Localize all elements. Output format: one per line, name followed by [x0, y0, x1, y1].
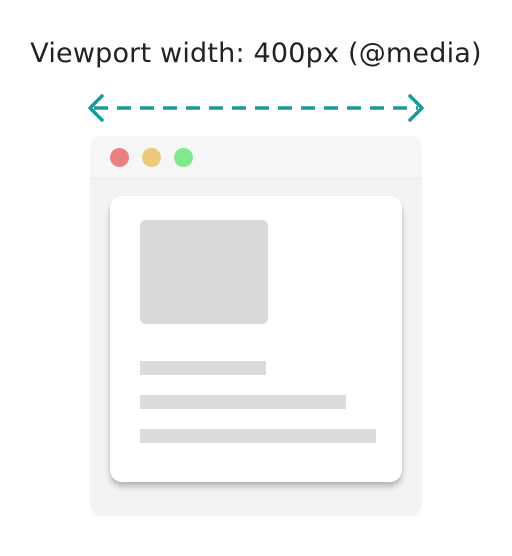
image-placeholder [140, 220, 268, 324]
close-dot-icon[interactable] [110, 148, 129, 167]
minimize-dot-icon[interactable] [142, 148, 161, 167]
browser-titlebar [90, 136, 422, 179]
text-line-placeholder [140, 429, 376, 443]
maximize-dot-icon[interactable] [174, 148, 193, 167]
double-headed-dashed-arrow-icon [88, 94, 424, 122]
browser-window [90, 136, 422, 516]
text-line-placeholder [140, 361, 266, 375]
arrow-head-left [88, 94, 104, 122]
text-line-placeholder [140, 395, 346, 409]
content-card [110, 196, 402, 482]
viewport-width-caption: Viewport width: 400px (@media) [30, 38, 482, 69]
arrow-head-right [408, 94, 424, 122]
